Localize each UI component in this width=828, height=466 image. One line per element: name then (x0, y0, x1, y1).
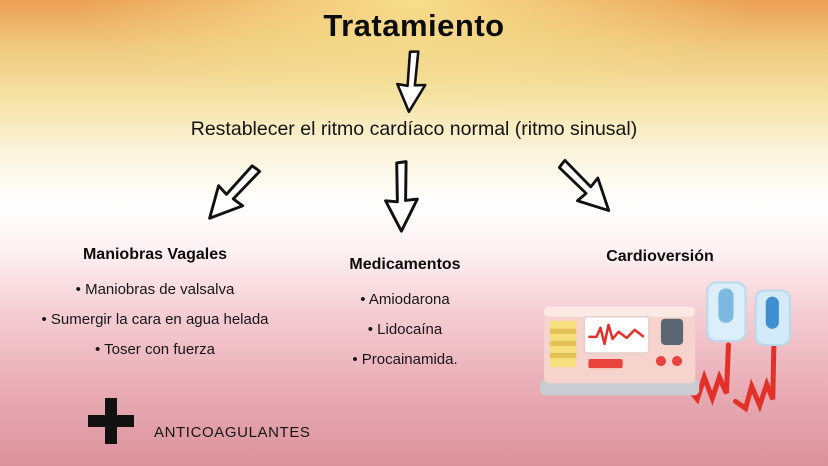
column-heading-maniobras-vagales: Maniobras Vagales (82, 246, 228, 263)
subtitle: Restablecer el ritmo cardíaco normal (ri… (190, 118, 638, 140)
down-left-arrow-icon (194, 154, 272, 234)
down-arrow-icon (396, 50, 427, 114)
down-left-arrow-icon (208, 164, 262, 220)
column-heading-cardioversion: Cardioversión (606, 248, 714, 265)
list-item: • Lidocaína (367, 321, 443, 338)
list-item: • Toser con fuerza (94, 341, 216, 358)
list-item: • Amiodarona (360, 291, 450, 308)
medicamentos-column: Medicamentos • Amiodarona • Lidocaína • … (300, 256, 510, 376)
defibrillator-illustration (538, 280, 800, 422)
defibrillator-icon (540, 281, 791, 413)
down-arrow-icon (381, 160, 422, 235)
page-title: Tratamiento (323, 8, 505, 43)
anticoagulants-label: ANTICOAGULANTES (154, 424, 311, 441)
down-arrow-icon (384, 160, 419, 233)
column-heading-medicamentos: Medicamentos (349, 256, 461, 273)
plus-icon (88, 398, 134, 444)
plus-icon (88, 398, 134, 444)
list-item: • Maniobras de valsalva (75, 281, 235, 298)
down-right-arrow-icon (547, 148, 625, 225)
down-right-arrow-icon (557, 158, 611, 212)
down-arrow-icon (392, 49, 432, 115)
list-item: • Sumergir la cara en agua helada (41, 311, 269, 328)
maniobras-vagales-column: Maniobras Vagales • Maniobras de valsalv… (33, 246, 277, 366)
list-item: • Procainamida. (352, 351, 458, 368)
cardioversion-column: Cardioversión (518, 248, 802, 278)
